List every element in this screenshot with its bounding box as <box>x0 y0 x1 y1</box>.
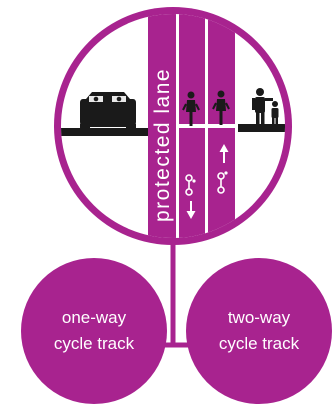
main-circle: protected lane <box>54 7 292 245</box>
one-way-label-line1: one-way <box>62 308 127 327</box>
cyclist-icon-left <box>182 91 200 126</box>
ground-line-right <box>238 124 285 132</box>
ground-line-left <box>61 128 148 136</box>
two-way-cycle-track-option[interactable]: two-way cycle track <box>186 258 332 404</box>
protected-lane-strip <box>148 14 176 238</box>
lane-line-left <box>176 14 179 238</box>
two-way-label-line2: cycle track <box>219 334 300 353</box>
car-icon <box>80 92 136 130</box>
arrow-down-icon <box>186 201 196 219</box>
bike-marking-icon-right <box>217 171 228 194</box>
bike-marking-icon-left <box>185 174 196 196</box>
arrow-up-icon <box>219 144 229 163</box>
one-way-label-line2: cycle track <box>54 334 135 353</box>
pedestrian-family-icon <box>252 88 279 125</box>
cyclist-icon-right <box>212 90 230 125</box>
ground-line-track <box>176 124 238 128</box>
two-way-label-line1: two-way <box>228 308 291 327</box>
protected-lane-label: protected lane <box>151 68 174 222</box>
one-way-cycle-track-option[interactable]: one-way cycle track <box>21 258 167 404</box>
lane-line-center <box>205 14 208 238</box>
